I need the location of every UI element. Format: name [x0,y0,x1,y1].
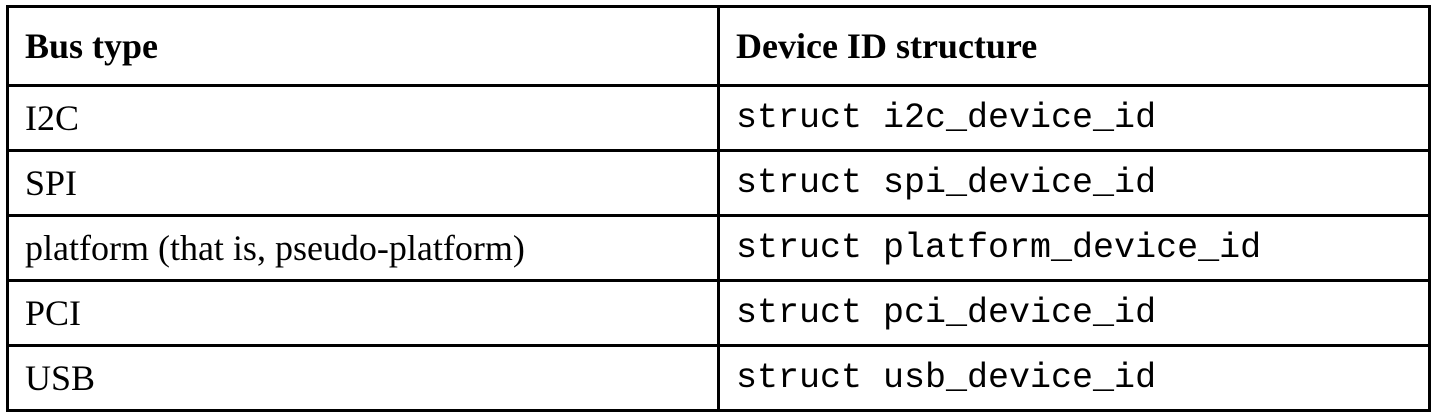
device-id-structure-cell: struct i2c_device_id [717,84,1431,152]
header-device-id-structure: Device ID structure [717,5,1431,87]
table-row: platform (that is, pseudo-platform) stru… [6,214,1431,282]
table-row: PCI struct pci_device_id [6,279,1431,347]
table-row: I2C struct i2c_device_id [6,84,1431,152]
table-row: SPI struct spi_device_id [6,149,1431,217]
device-id-structure-cell: struct pci_device_id [717,279,1431,347]
bus-type-cell: SPI [6,149,720,217]
device-id-structure-cell: struct platform_device_id [717,214,1431,282]
table-row: USB struct usb_device_id [6,344,1431,412]
device-id-structure-cell: struct spi_device_id [717,149,1431,217]
bus-type-cell: USB [6,344,720,412]
header-row: Bus type Device ID structure [6,5,1431,87]
bus-type-cell: I2C [6,84,720,152]
bus-device-id-table: Bus type Device ID structure I2C struct … [6,5,1431,412]
bus-type-cell: platform (that is, pseudo-platform) [6,214,720,282]
header-bus-type: Bus type [6,5,720,87]
device-id-structure-cell: struct usb_device_id [717,344,1431,412]
bus-type-cell: PCI [6,279,720,347]
